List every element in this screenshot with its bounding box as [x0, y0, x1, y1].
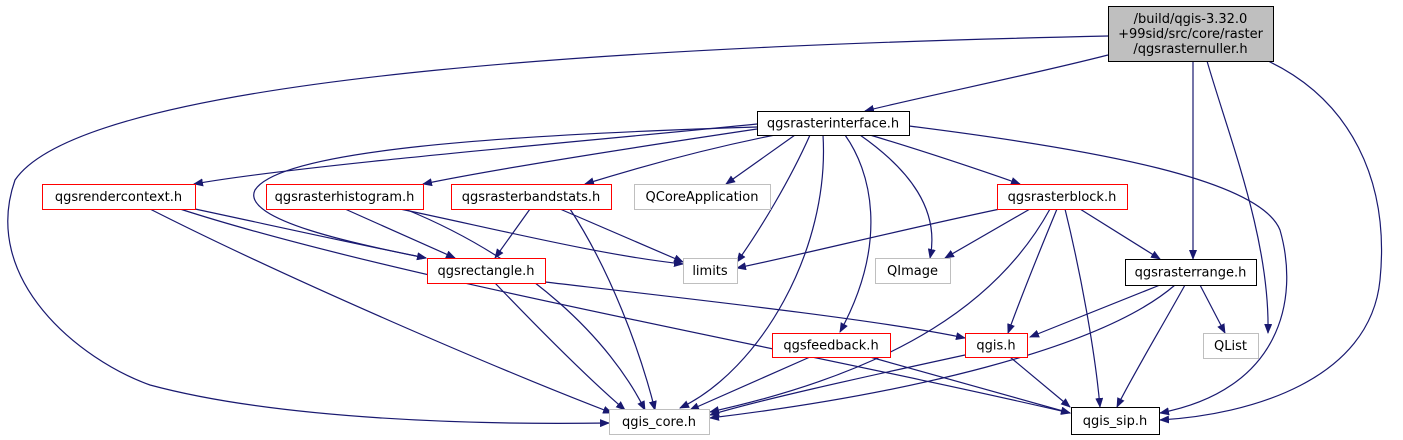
node-label-qgis: qgis.h: [976, 339, 1015, 354]
node-qimage[interactable]: QImage: [875, 258, 951, 284]
node-box-qgis-core: [609, 409, 710, 435]
edge-qgsrasterhistogram-to-limits: [399, 208, 684, 268]
node-qgsrasterblock[interactable]: qgsrasterblock.h: [997, 184, 1128, 210]
node-label-qgis-core: qgis_core.h: [622, 415, 696, 430]
edge-qgsrasterrange-to-qgis: [1029, 284, 1161, 338]
node-box-qgsrasterblock: [997, 184, 1128, 210]
edge-qgsrasterinterface-to-qimage: [859, 134, 936, 259]
node-label-qgsrasterblock: qgsrasterblock.h: [1008, 190, 1117, 205]
edge-qgsrasterrange-to-qgis-sip: [1116, 284, 1186, 408]
edge-qgsfeedback-to-qgis-sip: [869, 356, 1071, 415]
node-label-qgsrendercontext: qgsrendercontext.h: [55, 190, 182, 205]
edge-qgis-to-qgis-sip: [1009, 356, 1071, 408]
node-qgsfeedback[interactable]: qgsfeedback.h: [772, 333, 891, 358]
node-box-limits: [683, 258, 738, 284]
edge-qgsrasterblock-to-qimage: [944, 208, 1031, 259]
node-box-qgsrasterbandstats: [451, 184, 612, 210]
node-box-qgis-sip: [1071, 407, 1160, 435]
node-qgis-core[interactable]: qgis_core.h: [609, 409, 710, 435]
node-box-qgsrendercontext: [42, 184, 196, 210]
edge-qgsrasterinterface-to-qgsrasterbandstats: [584, 134, 776, 186]
edge-qgsrasterinterface-to-qgis-sip: [908, 125, 1288, 416]
node-label-qgsrectangle: qgsrectangle.h: [437, 264, 534, 279]
edge-qgis-to-qgis-core: [709, 354, 966, 417]
edge-root-to-qlist: [1206, 60, 1273, 334]
node-qgsrectangle[interactable]: qgsrectangle.h: [427, 258, 546, 284]
edge-qgsrasterinterface-to-qgis-core: [679, 134, 825, 409]
edge-qgsrendercontext-to-qgis-sip: [179, 208, 1071, 415]
node-qgsrasterinterface[interactable]: qgsrasterinterface.h: [757, 111, 910, 136]
edge-qgsrectangle-to-qgis-core: [494, 282, 626, 411]
node-qgsrasterhistogram[interactable]: qgsrasterhistogram.h: [266, 184, 424, 210]
edge-qgsrasterbandstats-to-qgsrectangle: [494, 208, 531, 259]
edge-qgsfeedback-to-qgis-core: [689, 356, 811, 411]
node-box-qgsfeedback: [772, 333, 891, 358]
edge-root-to-qgsrasterinterface: [864, 54, 1109, 113]
edge-qgsrasterblock-to-qgis: [1007, 208, 1058, 334]
edge-qgsrasterrange-to-qlist: [1199, 284, 1226, 334]
edge-qgsrasterblock-to-limits: [736, 208, 1001, 271]
node-box-qgsrectangle: [427, 258, 546, 284]
node-qcoreapplication[interactable]: QCoreApplication: [634, 184, 771, 210]
node-qgis[interactable]: qgis.h: [965, 333, 1028, 358]
node-box-qcoreapplication: [634, 184, 771, 210]
edge-qgsrasterinterface-to-qcoreapplication: [725, 134, 796, 185]
node-qgis-sip[interactable]: qgis_sip.h: [1071, 407, 1160, 435]
edge-qgsrendercontext-to-qgis-core: [149, 208, 613, 414]
node-label-qgis-sip: qgis_sip.h: [1083, 414, 1147, 429]
node-label-qcoreapplication: QCoreApplication: [646, 190, 759, 205]
edge-qgsrasterhistogram-to-qgsrectangle: [344, 208, 456, 259]
edge-qgsrasterblock-to-qgis-sip: [1064, 208, 1104, 408]
nodes-layer: /build/qgis-3.32.0+99sid/src/core/raster…: [42, 6, 1274, 435]
edge-qgsrasterblock-to-qgis-core: [709, 208, 1051, 414]
node-label-root: +99sid/src/core/raster: [1118, 27, 1264, 42]
node-box-qimage: [875, 258, 951, 284]
edge-root-to-qgis-core: [7, 35, 1109, 428]
node-root[interactable]: /build/qgis-3.32.0+99sid/src/core/raster…: [1108, 6, 1274, 62]
edge-qgsrasterblock-to-qgsrasterrange: [1079, 208, 1161, 260]
edge-root-to-qgis-sip: [1159, 60, 1383, 424]
node-label-qgsrasterinterface: qgsrasterinterface.h: [767, 117, 899, 132]
edge-qgsrasterinterface-to-qgsrasterhistogram: [422, 128, 758, 187]
edge-qgsrasterbandstats-to-limits: [559, 208, 684, 263]
edge-qgsrasterinterface-to-qgsrectangle: [253, 126, 758, 261]
edge-qgsrasterbandstats-to-qgis-core: [569, 208, 657, 411]
node-label-qgsrasterbandstats: qgsrasterbandstats.h: [462, 190, 601, 205]
edge-qgsrasterinterface-to-limits: [736, 134, 811, 263]
node-label-qimage: QImage: [887, 264, 938, 279]
edge-qgsrasterinterface-to-qgsrendercontext: [193, 123, 758, 187]
node-box-qgsrasterhistogram: [266, 184, 424, 210]
node-box-qgsrasterinterface: [757, 111, 910, 136]
node-label-root: /build/qgis-3.32.0: [1134, 12, 1248, 27]
edge-qgsrectangle-to-qgis: [544, 281, 966, 341]
node-qgsrendercontext[interactable]: qgsrendercontext.h: [42, 184, 196, 210]
edge-qgsrasterrange-to-qgis-core: [709, 284, 1176, 421]
node-box-root: [1108, 6, 1274, 62]
node-label-qlist: QList: [1214, 339, 1247, 354]
node-qlist[interactable]: QList: [1203, 333, 1259, 359]
node-limits[interactable]: limits: [683, 258, 738, 284]
node-box-qgsrasterrange: [1125, 259, 1257, 286]
edges-layer: [7, 35, 1383, 428]
node-label-limits: limits: [692, 264, 728, 279]
edge-qgsrasterhistogram-to-qgis-core: [404, 208, 646, 411]
node-label-qgsfeedback: qgsfeedback.h: [783, 339, 878, 354]
node-label-root: /qgsrasternuller.h: [1133, 42, 1247, 57]
edge-qgsrendercontext-to-qgsrectangle: [194, 208, 427, 261]
node-box-qgis: [965, 333, 1028, 358]
node-qgsrasterbandstats[interactable]: qgsrasterbandstats.h: [451, 184, 612, 210]
edge-qgsrasterinterface-to-qgsfeedback: [839, 134, 872, 333]
node-label-qgsrasterrange: qgsrasterrange.h: [1135, 266, 1247, 281]
edge-qgsrasterinterface-to-qgsrasterblock: [869, 134, 1021, 185]
node-qgsrasterrange[interactable]: qgsrasterrange.h: [1125, 259, 1257, 286]
node-box-qlist: [1203, 333, 1259, 359]
node-label-qgsrasterhistogram: qgsrasterhistogram.h: [275, 190, 415, 205]
